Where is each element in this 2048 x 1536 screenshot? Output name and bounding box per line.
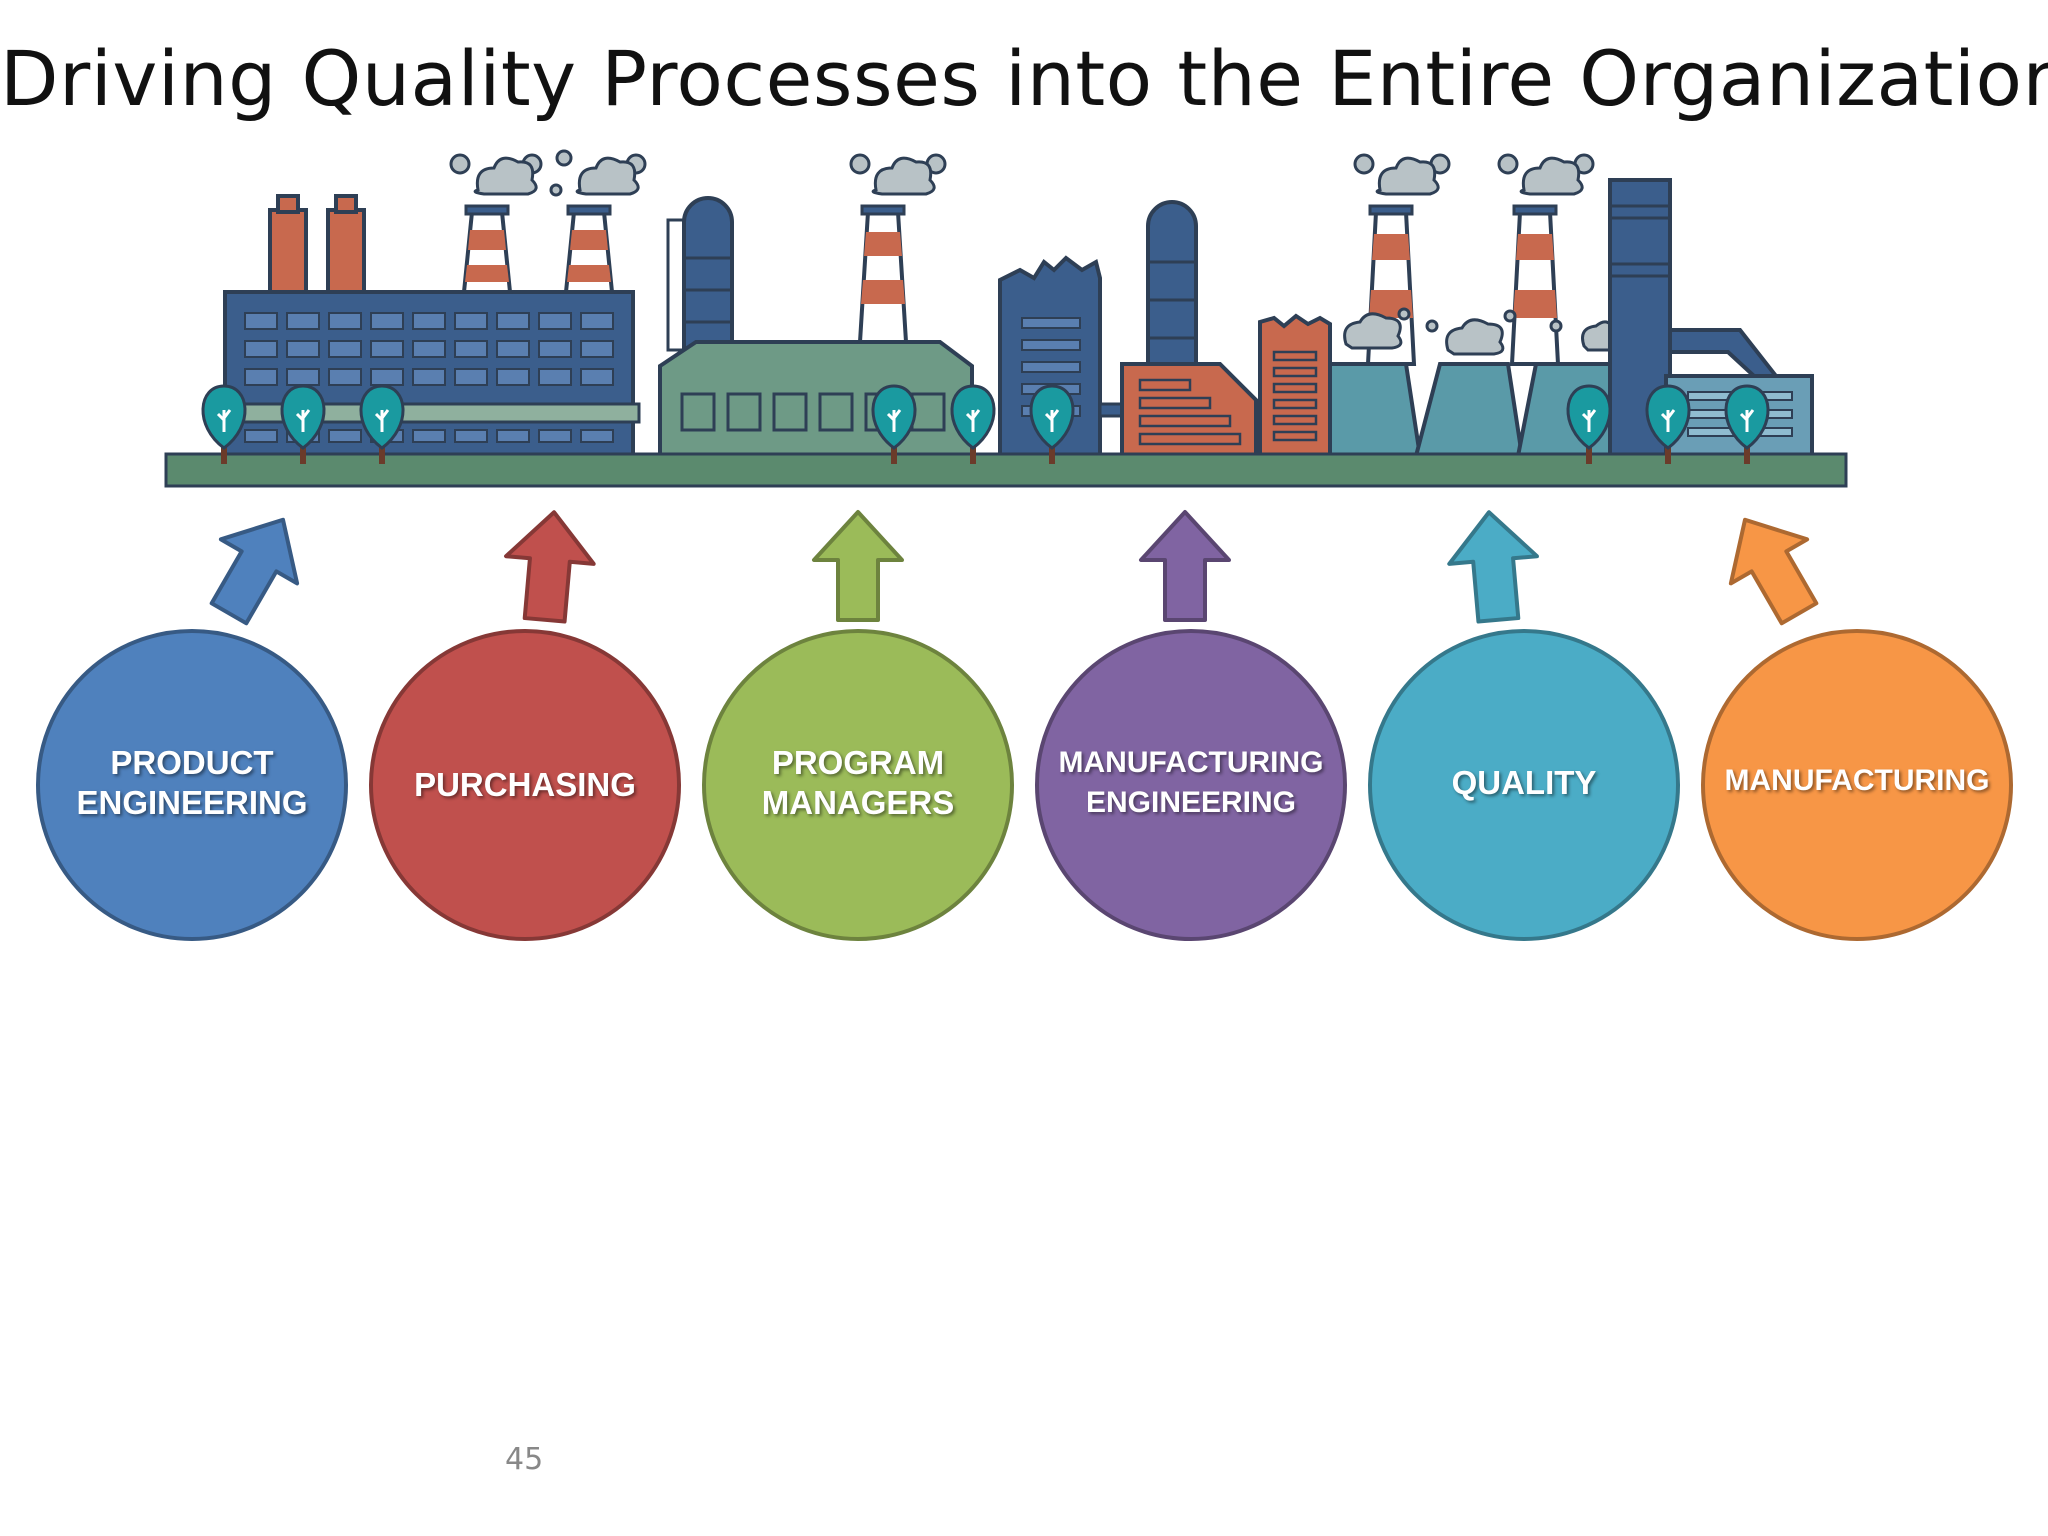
program-managers-label-line: PROGRAM xyxy=(771,744,945,781)
program-managers-arrow xyxy=(812,510,904,622)
product-engineering-circle xyxy=(36,629,348,941)
manufacturing-engineering-label-line: MANUFACTURING xyxy=(1058,746,1324,779)
manufacturing-circle xyxy=(1701,629,2013,941)
purchasing-arrow xyxy=(504,510,596,624)
purchasing-label: PURCHASING xyxy=(414,765,636,805)
manufacturing-label: MANUFACTURING xyxy=(1725,761,1990,801)
building-navy-main xyxy=(223,194,641,459)
product-engineering-label-line: PRODUCT xyxy=(110,744,274,781)
quality-label: QUALITY xyxy=(1452,763,1597,803)
arrows-group xyxy=(209,510,1819,626)
building-sage-hall xyxy=(658,196,974,458)
building-tall-stack xyxy=(1608,178,1814,458)
quality-circle xyxy=(1368,629,1680,941)
quality-arrow xyxy=(1447,510,1539,624)
page-number: 45 xyxy=(505,1442,544,1477)
manufacturing-engineering-label: MANUFACTURING ENGINEERING xyxy=(1059,743,1324,823)
program-managers-circle xyxy=(702,629,1014,941)
manufacturing-engineering-arrow xyxy=(1139,510,1231,622)
tree-icon xyxy=(201,384,1770,464)
smoke-cloud-icon xyxy=(449,149,647,197)
manufacturing-label-line: MANUFACTURING xyxy=(1724,764,1990,797)
purchasing-label-line: PURCHASING xyxy=(414,766,636,803)
building-navy-jagged xyxy=(998,255,1102,458)
circles-group xyxy=(36,629,2013,941)
product-engineering-arrow xyxy=(209,517,300,626)
factory-illustration xyxy=(164,149,1848,488)
building-rust-hall xyxy=(1098,200,1332,458)
purchasing-circle xyxy=(369,629,681,941)
manufacturing-arrow xyxy=(1728,517,1819,626)
manufacturing-engineering-circle xyxy=(1035,629,1347,941)
slide-title: Driving Quality Processes into the Entir… xyxy=(0,34,2048,123)
quality-label-line: QUALITY xyxy=(1451,764,1597,801)
product-engineering-label-line: ENGINEERING xyxy=(76,784,308,821)
smoke-cloud-icon xyxy=(849,153,947,196)
ground-strip xyxy=(164,452,1848,488)
program-managers-label-line: MANAGERS xyxy=(761,784,955,821)
chimney-striped xyxy=(461,204,615,294)
manufacturing-engineering-label-line: ENGINEERING xyxy=(1085,786,1297,819)
